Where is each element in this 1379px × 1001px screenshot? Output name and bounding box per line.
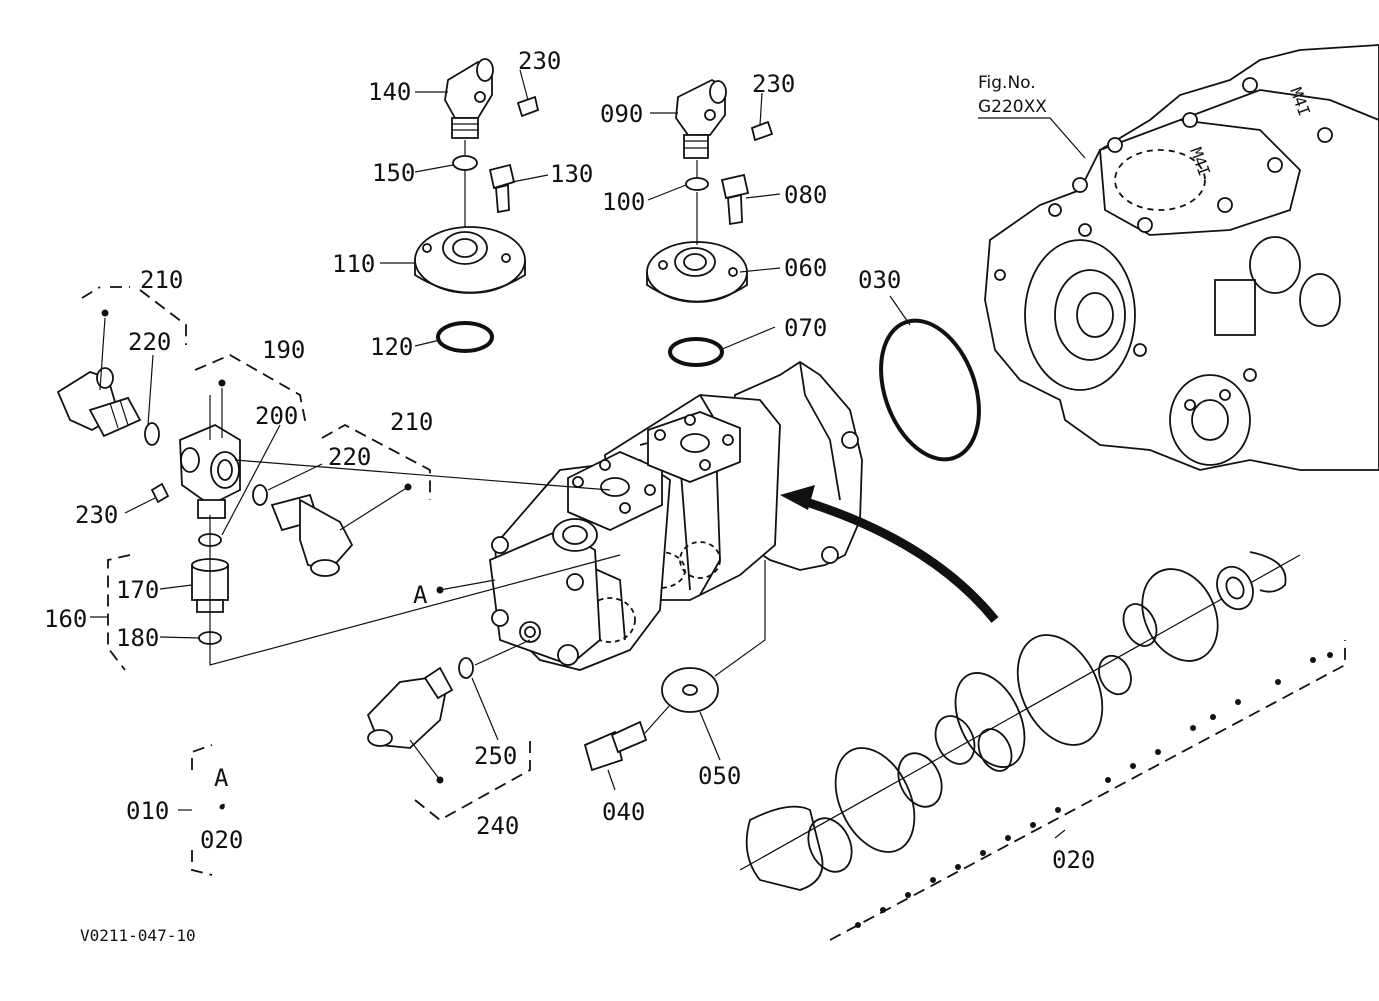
callout-200: 200 [255,402,298,430]
callout-040: 040 [602,798,645,826]
flange-110-assembly [414,58,540,353]
callout-labels: 140 230 150 130 110 120 090 230 100 080 … [44,47,1095,945]
callout-080: 080 [784,181,827,209]
callout-230-top-left: 230 [518,47,561,75]
callout-110: 110 [332,250,375,278]
legend-dot: · [216,792,230,820]
callout-130: 130 [550,160,593,188]
leader-lines [90,69,1066,839]
callout-230-top-right: 230 [752,70,795,98]
callout-050: 050 [698,762,741,790]
transmission-housing: M4I M4I [984,44,1379,471]
callout-180: 180 [116,624,159,652]
group-brackets [81,286,1346,941]
callout-140: 140 [368,78,411,106]
callout-220-left: 220 [128,328,171,356]
ref-a-legend: A [214,764,229,792]
seal-kit-020 [739,551,1301,891]
callout-210-left: 210 [140,266,183,294]
elbow-240-assembly [366,639,531,749]
o-ring-030 [879,318,981,462]
callout-220-right: 220 [328,443,371,471]
callout-190: 190 [262,336,305,364]
left-fittings [56,367,621,666]
callout-060: 060 [784,254,827,282]
callout-070: 070 [784,314,827,342]
callout-020-group: 020 [1052,846,1095,874]
callout-010: 010 [126,797,169,825]
fig-no-label: Fig.No. [978,73,1036,93]
leader-dots [101,309,1333,928]
figure-reference: Fig.No. G220XX [978,73,1086,159]
assembly-arrow [780,485,999,623]
callout-210-right: 210 [390,408,433,436]
callout-230-side: 230 [75,501,118,529]
callout-100: 100 [602,188,645,216]
callout-020-legend: 020 [200,826,243,854]
callout-240: 240 [476,812,519,840]
callout-090: 090 [600,100,643,128]
callout-030: 030 [858,266,901,294]
fig-no-value: G220XX [978,97,1047,117]
callout-160: 160 [44,605,87,633]
callout-120: 120 [370,333,413,361]
bolt-washer [583,560,766,772]
ref-a-pump: A [413,581,428,609]
callout-170: 170 [116,576,159,604]
callout-150: 150 [372,159,415,187]
drawing-code: V0211-047-10 [80,926,196,945]
callout-250: 250 [474,742,517,770]
flange-060-assembly [646,78,774,367]
gear-pump-assembly [489,360,863,671]
